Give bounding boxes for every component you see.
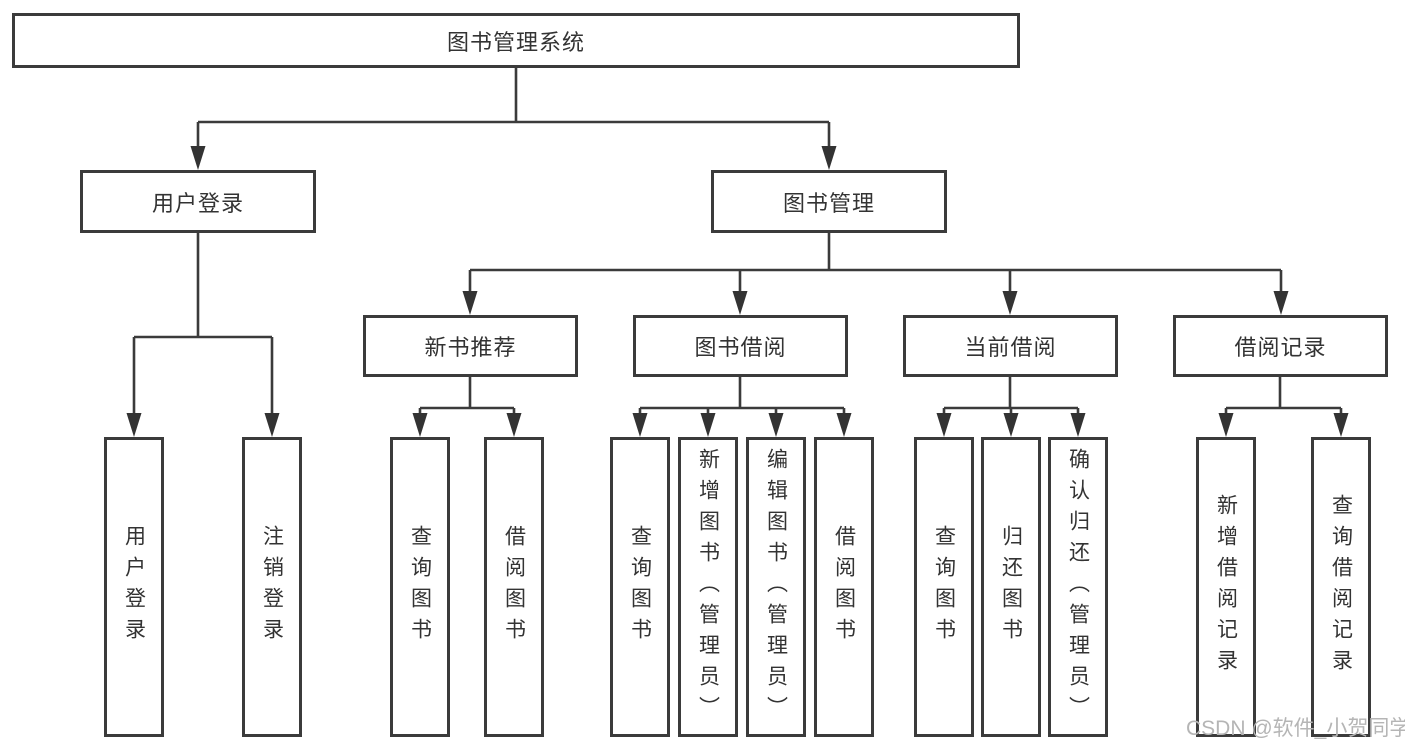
node-new-book-recommend-label: 新书推荐: [424, 335, 517, 360]
leaf-borrow-books-2-label: 借阅图书: [832, 525, 856, 649]
leaf-query-books-2: 查询图书: [610, 437, 670, 737]
node-book-borrowing: 图书借阅: [633, 315, 848, 377]
leaf-add-borrow-record-label: 新增借阅记录: [1214, 494, 1238, 680]
leaf-edit-book-admin: 编辑图书（管理员）: [746, 437, 806, 737]
leaf-return-book: 归还图书: [981, 437, 1041, 737]
node-user-login: 用户登录: [80, 170, 316, 233]
leaf-add-book-admin-label: 新增图书（管理员）: [696, 447, 720, 727]
leaf-borrow-books-2: 借阅图书: [814, 437, 874, 737]
leaf-logout-label: 注销登录: [260, 525, 284, 649]
leaf-query-borrow-record: 查询借阅记录: [1311, 437, 1371, 737]
node-book-borrowing-label: 图书借阅: [694, 335, 787, 360]
node-user-login-label: 用户登录: [151, 190, 244, 216]
node-current-borrowing-label: 当前借阅: [964, 335, 1057, 360]
node-book-management-label: 图书管理: [782, 190, 875, 216]
leaf-edit-book-admin-label: 编辑图书（管理员）: [764, 447, 788, 727]
leaf-query-books-3-label: 查询图书: [932, 525, 956, 649]
leaf-logout: 注销登录: [242, 437, 302, 737]
leaf-user-login: 用户登录: [104, 437, 164, 737]
node-borrow-records-label: 借阅记录: [1234, 335, 1327, 360]
leaf-user-login-label: 用户登录: [122, 525, 146, 649]
leaf-query-books-3: 查询图书: [914, 437, 974, 737]
node-root-system: 图书管理系统: [12, 13, 1020, 68]
leaf-query-books-1: 查询图书: [390, 437, 450, 737]
tree-edges: [132, 68, 1343, 417]
leaf-query-books-1-label: 查询图书: [408, 525, 432, 649]
leaf-return-book-label: 归还图书: [999, 525, 1023, 649]
csdn-watermark: CSDN @软件_小贺同学: [1186, 717, 1405, 740]
node-book-management: 图书管理: [711, 170, 947, 233]
leaf-confirm-return-admin: 确认归还（管理员）: [1048, 437, 1108, 737]
arrowheads: [126, 146, 1349, 437]
leaf-query-books-2-label: 查询图书: [628, 525, 652, 649]
node-root-system-label: 图书管理系统: [446, 29, 585, 55]
leaf-confirm-return-admin-label: 确认归还（管理员）: [1066, 447, 1090, 727]
leaf-add-book-admin: 新增图书（管理员）: [678, 437, 738, 737]
node-current-borrowing: 当前借阅: [903, 315, 1118, 377]
leaf-add-borrow-record: 新增借阅记录: [1196, 437, 1256, 737]
leaf-borrow-books-1: 借阅图书: [484, 437, 544, 737]
leaf-borrow-books-1-label: 借阅图书: [502, 525, 526, 649]
node-new-book-recommend: 新书推荐: [363, 315, 578, 377]
node-borrow-records: 借阅记录: [1173, 315, 1388, 377]
leaf-query-borrow-record-label: 查询借阅记录: [1329, 494, 1353, 680]
